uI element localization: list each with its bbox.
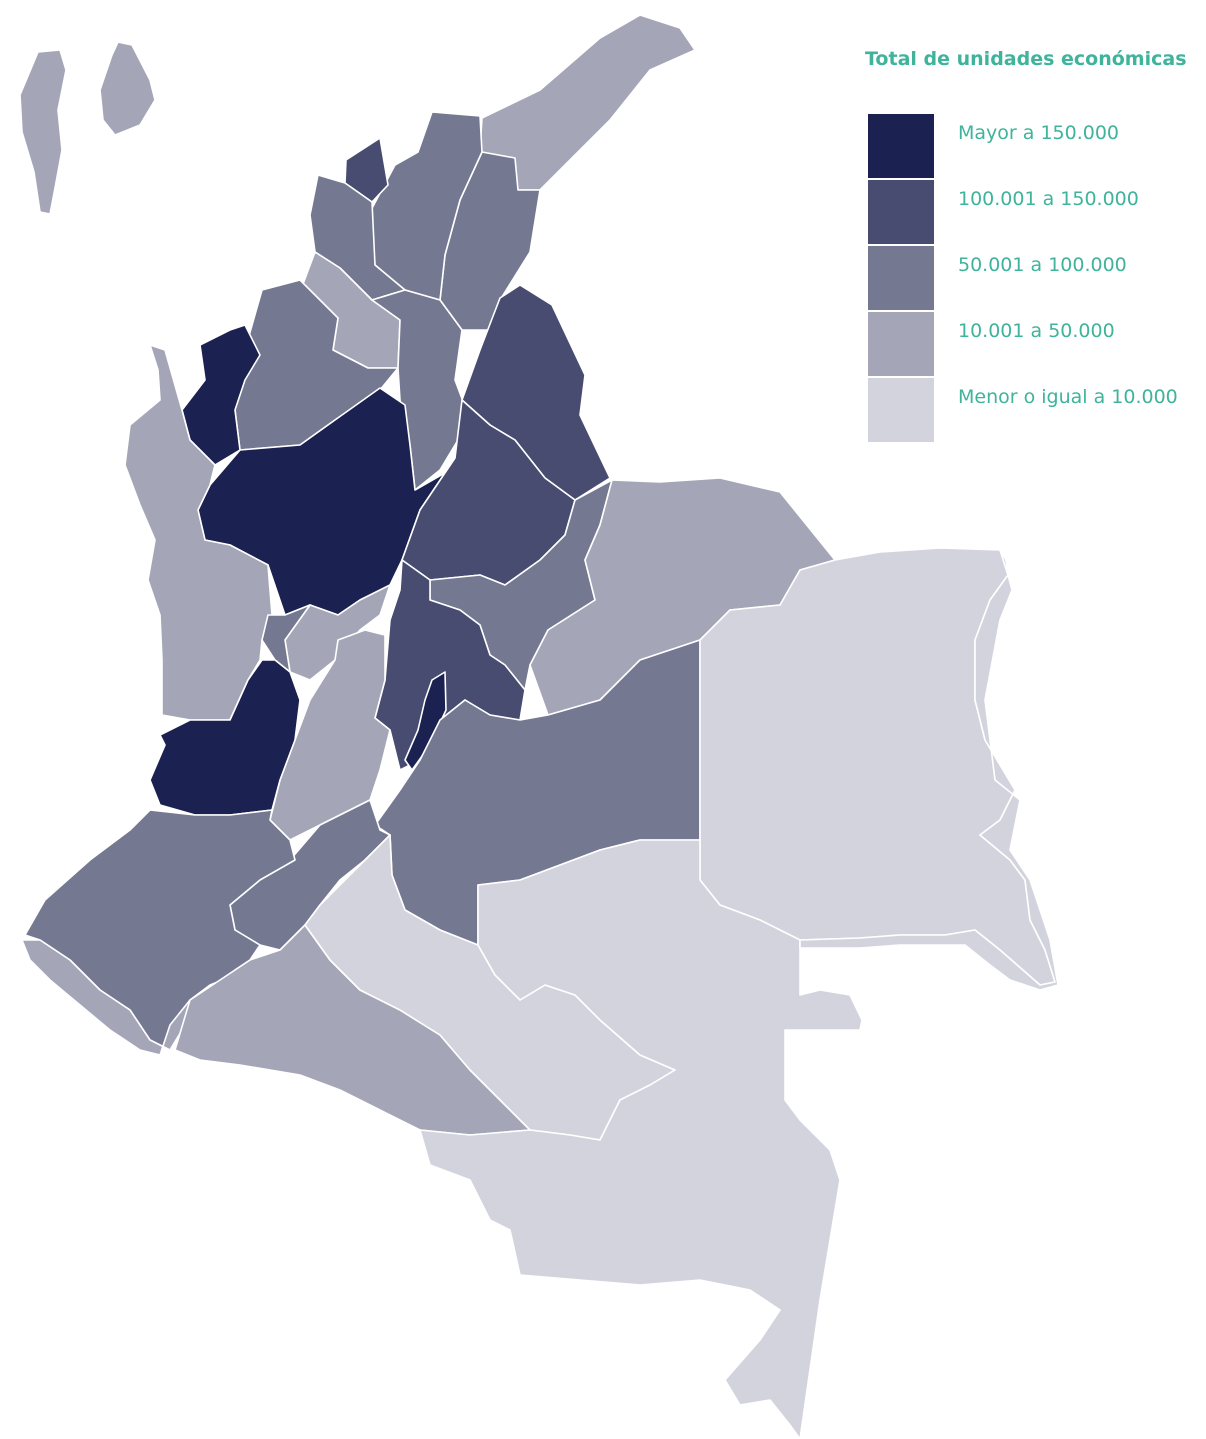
region-bogota — [404, 671, 447, 771]
legend-label: Menor o igual a 10.000 — [958, 386, 1178, 408]
legend-label: 100.001 a 150.000 — [958, 188, 1139, 210]
legend-swatch — [868, 114, 934, 178]
legend-swatch — [868, 312, 934, 376]
legend-title: Total de unidades económicas — [865, 48, 1187, 70]
legend-label: Mayor a 150.000 — [958, 122, 1120, 144]
region-guainia — [799, 549, 1059, 991]
region-providencia — [99, 41, 156, 136]
legend-swatch — [868, 246, 934, 310]
region-choco-norte — [181, 324, 261, 466]
region-risaralda — [261, 604, 311, 673]
region-la-guajira — [479, 14, 696, 191]
region-san-andres — [19, 49, 67, 215]
legend-swatch — [868, 180, 934, 244]
legend-swatch — [868, 378, 934, 442]
region-atlantico — [344, 137, 389, 203]
legend-label: 10.001 a 50.000 — [958, 320, 1115, 342]
map-legend: Total de unidades económicas Mayor a 150… — [864, 48, 1204, 442]
region-guaviare — [419, 839, 863, 1439]
legend-label: 50.001 a 100.000 — [958, 254, 1127, 276]
